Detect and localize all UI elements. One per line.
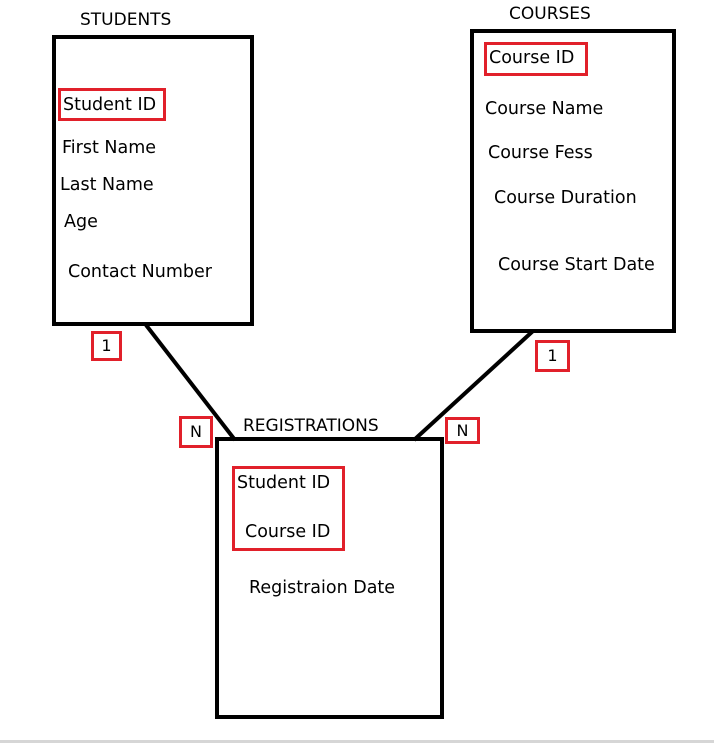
students-entity-box[interactable] <box>52 35 254 326</box>
registrations-entity-box[interactable] <box>215 437 444 719</box>
courses-field-course-fess: Course Fess <box>488 143 593 163</box>
courses-field-course-duration: Course Duration <box>494 188 637 208</box>
courses-field-course-id: Course ID <box>489 48 575 68</box>
students-field-last-name: Last Name <box>60 175 154 195</box>
students-field-age: Age <box>64 212 98 232</box>
bottom-border <box>0 740 714 743</box>
students-field-contact-number: Contact Number <box>68 262 212 282</box>
courses-field-course-name: Course Name <box>485 99 604 119</box>
students-registrations-line <box>144 323 237 442</box>
courses-primary-key-highlight <box>484 42 588 76</box>
cardinality-students-one: 1 <box>91 331 122 361</box>
courses-registrations-line <box>412 329 535 442</box>
students-field-student-id: Student ID <box>63 95 157 115</box>
registrations-composite-key-highlight <box>232 466 345 551</box>
cardinality-courses-one: 1 <box>535 340 570 372</box>
students-field-first-name: First Name <box>62 138 157 158</box>
courses-entity-box[interactable] <box>470 29 676 333</box>
registrations-field-course-id: Course ID <box>245 522 331 542</box>
registrations-title: REGISTRATIONS <box>243 416 379 436</box>
courses-title: COURSES <box>509 4 591 24</box>
cardinality-registrations-course-many: N <box>445 417 480 444</box>
cardinality-registrations-student-many: N <box>179 416 213 448</box>
students-title: STUDENTS <box>80 10 172 30</box>
students-primary-key-highlight <box>58 88 166 121</box>
registrations-field-student-id: Student ID <box>237 473 331 493</box>
registrations-field-registration-date: Registraion Date <box>249 578 396 598</box>
courses-field-course-start-date: Course Start Date <box>498 255 655 275</box>
